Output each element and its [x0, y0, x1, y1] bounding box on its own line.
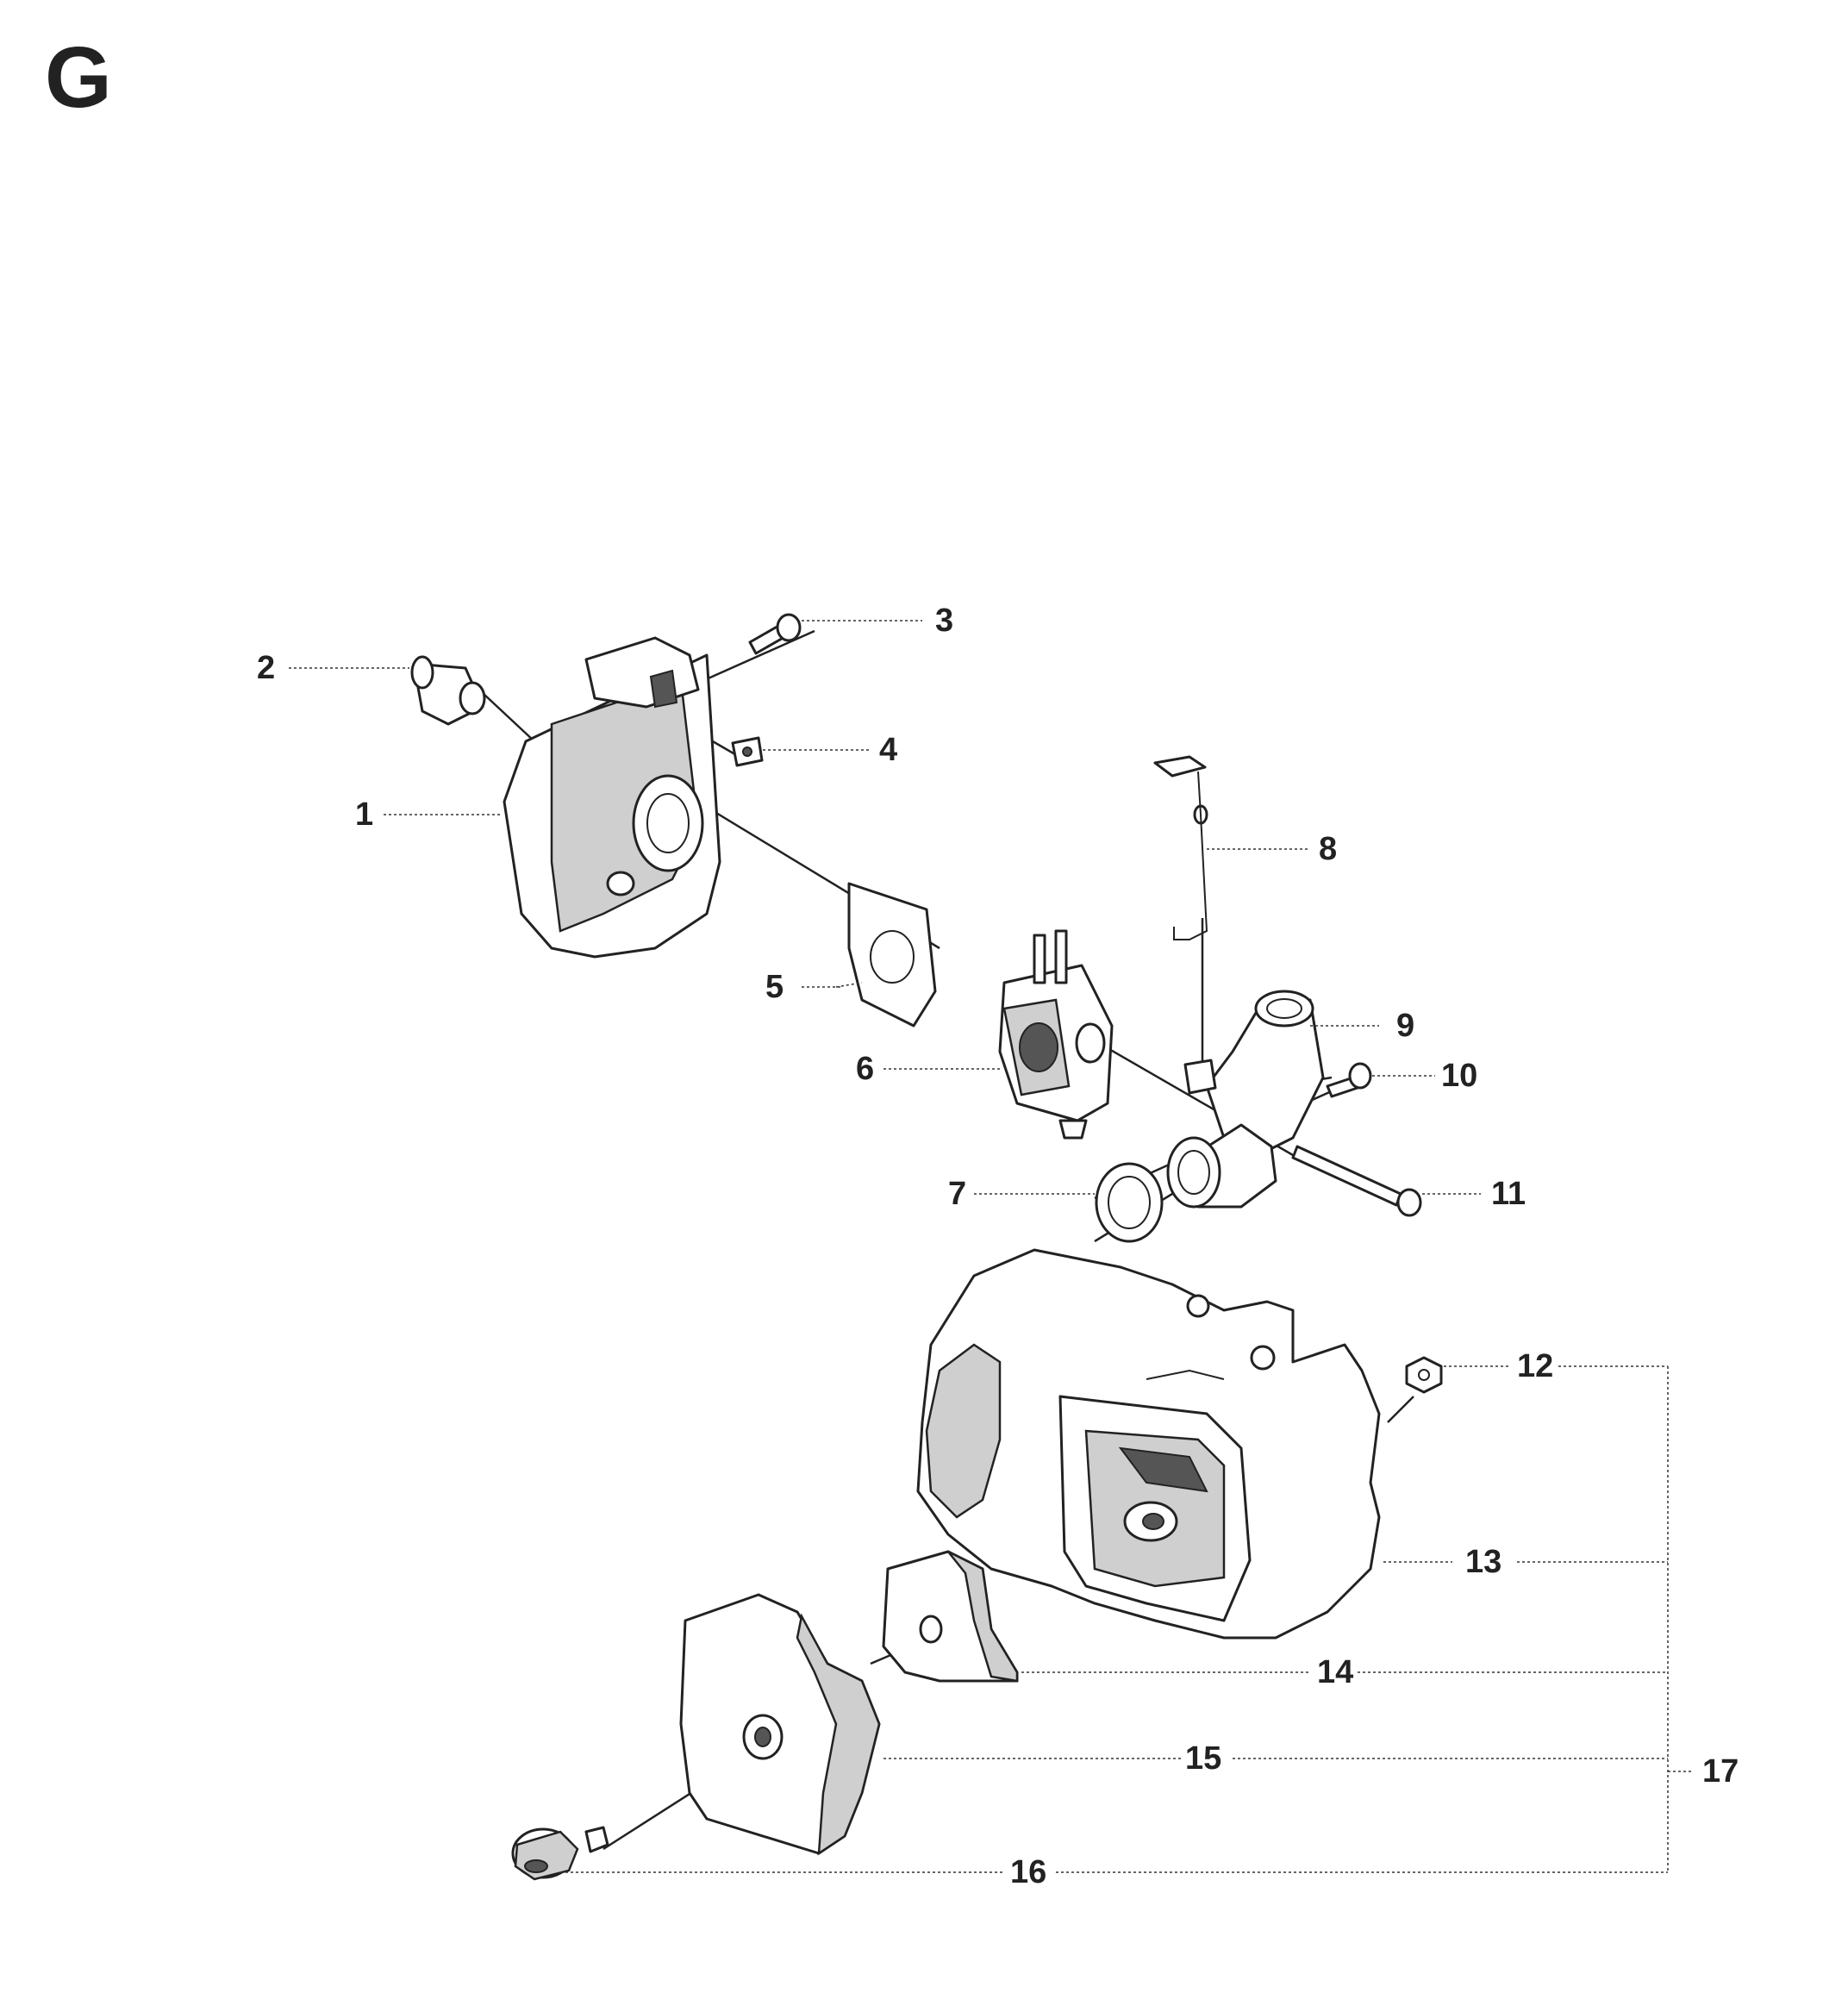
filter-element[interactable]	[882, 1550, 1019, 1683]
screw[interactable]	[1326, 1062, 1372, 1098]
screw[interactable]	[1291, 1145, 1422, 1217]
callout-7: 7	[948, 1176, 966, 1212]
nut-plate[interactable]	[731, 736, 764, 767]
nut[interactable]	[1405, 1356, 1443, 1394]
callout-17: 17	[1702, 1753, 1739, 1790]
assembly-bracket	[1056, 1365, 1694, 1873]
callout-5: 5	[765, 969, 784, 1005]
gasket[interactable]	[847, 882, 937, 1028]
callout-14: 14	[1317, 1654, 1353, 1690]
bushing[interactable]	[410, 655, 486, 726]
filter-cover[interactable]	[679, 1593, 881, 1856]
air-filter-bracket[interactable]	[503, 636, 721, 959]
callout-3: 3	[935, 603, 953, 639]
section-letter: G	[45, 29, 112, 126]
seal-ring[interactable]	[1095, 1162, 1164, 1243]
callout-16: 16	[1010, 1854, 1046, 1890]
intake-elbow[interactable]	[1166, 990, 1325, 1209]
callout-numbers: 1 2 3 4 5 6 7 8 9 10 11 12 13 14 15 16 1…	[257, 603, 1739, 1890]
callout-4: 4	[879, 732, 897, 768]
callout-9: 9	[1396, 1008, 1414, 1044]
callout-8: 8	[1319, 831, 1337, 867]
carburetor[interactable]	[998, 929, 1114, 1140]
callout-13: 13	[1465, 1544, 1502, 1580]
callout-11: 11	[1491, 1176, 1526, 1212]
screw[interactable]	[748, 613, 802, 655]
callout-1: 1	[355, 796, 373, 833]
leader-lines	[289, 620, 1508, 1873]
callout-12: 12	[1517, 1348, 1553, 1384]
throttle-rod[interactable]	[1153, 755, 1208, 940]
air-filter-housing[interactable]	[916, 1248, 1381, 1640]
callout-15: 15	[1185, 1740, 1221, 1777]
callout-2: 2	[257, 650, 275, 686]
knob[interactable]	[511, 1826, 609, 1881]
callout-6: 6	[856, 1051, 874, 1087]
callout-10: 10	[1441, 1058, 1477, 1094]
